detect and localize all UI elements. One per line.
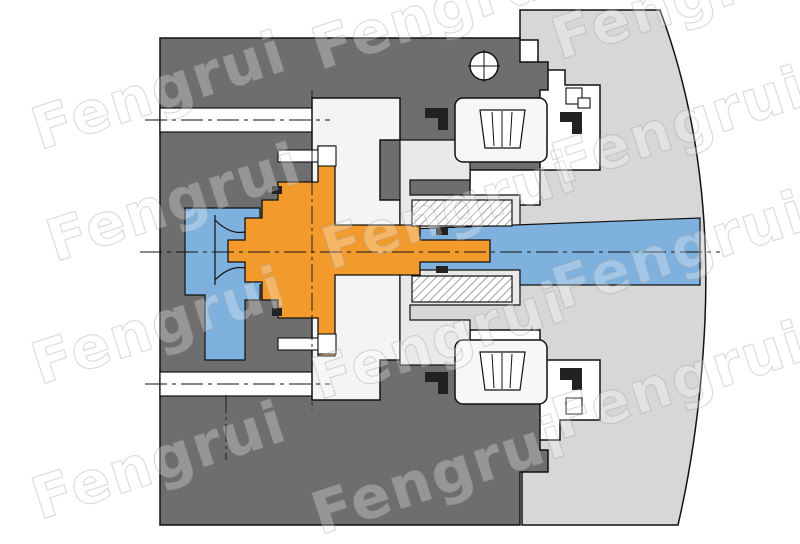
rotary-joint-orange — [227, 145, 491, 357]
o-ring — [272, 186, 282, 194]
lower-roller-bearing — [454, 339, 548, 405]
lower-lip-seal-right — [560, 368, 582, 390]
o-ring — [272, 308, 282, 316]
upper-roller-bearing — [454, 97, 548, 163]
upper-bolt — [277, 145, 337, 167]
o-ring — [436, 266, 448, 273]
cover-key — [577, 97, 591, 109]
lower-bolt — [277, 333, 337, 355]
upper-lip-seal — [425, 108, 448, 130]
hatched-bushing-top — [411, 199, 513, 227]
lower-lip-seal — [425, 372, 448, 394]
cover-key — [565, 397, 583, 415]
hatched-bushing-bottom — [411, 275, 513, 303]
o-ring — [436, 228, 448, 235]
upper-lip-seal-right — [560, 112, 582, 134]
